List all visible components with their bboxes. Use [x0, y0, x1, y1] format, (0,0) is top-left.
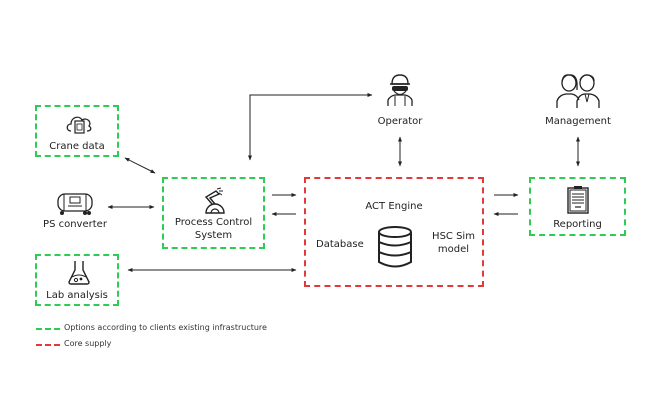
edge-crane-pcs: [124, 157, 156, 174]
crane-data-label: Crane data: [49, 141, 105, 152]
legend-label-core: Core supply: [64, 339, 112, 348]
robot-arm-icon: [204, 187, 225, 214]
legend-swatch-core: [36, 344, 60, 346]
act-engine-title: ACT Engine: [365, 201, 423, 212]
legend-label-options: Options according to clients existing in…: [64, 323, 267, 332]
process-control-label-line1: Process Control: [174, 217, 253, 228]
reporting-label: Reporting: [553, 219, 602, 230]
process-control-label-line2: System: [194, 230, 233, 241]
reporting-node: Reporting: [529, 177, 626, 236]
database-label: Database: [316, 239, 364, 250]
management-label: Management: [545, 116, 611, 127]
lab-analysis-label: Lab analysis: [46, 290, 108, 301]
operator-label: Operator: [377, 116, 423, 127]
hsc-sim-label-line2: model: [437, 244, 470, 255]
hsc-sim-label-line1: HSC Sim: [432, 231, 475, 242]
ps-converter-label: PS converter: [43, 219, 107, 230]
cloud-document-icon: [66, 116, 92, 134]
act-engine-node: ACT Engine Database HSC Sim model: [304, 177, 484, 287]
lab-analysis-node: Lab analysis: [35, 254, 119, 306]
worker-icon: [387, 74, 413, 106]
converter-tank-icon: [57, 193, 93, 215]
edge-pcs-operator: [248, 93, 373, 161]
people-icon: [556, 74, 600, 108]
clipboard-icon: [567, 186, 589, 214]
process-control-node: Process Control System: [162, 177, 265, 249]
crane-data-node: Crane data: [35, 105, 119, 157]
legend-swatch-options: [36, 328, 60, 330]
flask-icon: [68, 261, 90, 285]
database-icon: [378, 226, 412, 268]
